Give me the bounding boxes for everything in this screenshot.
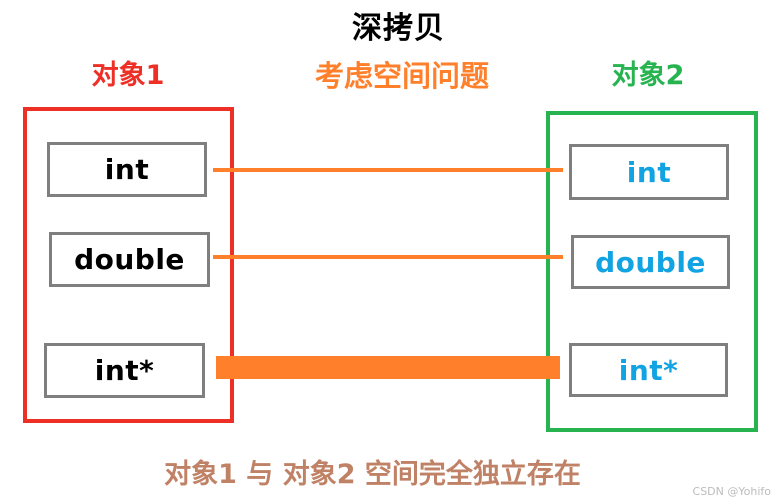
object2-field-int: int: [569, 144, 729, 200]
object1-field-int: int: [47, 142, 207, 197]
object1-field-double: double: [49, 232, 210, 287]
object1-header-label: 对象1: [91, 60, 165, 91]
object2-field-double: double: [571, 235, 730, 289]
csdn-watermark: CSDN @Yohifo: [692, 485, 771, 498]
bottom-caption: 对象1 与 对象2 空间完全独立存在: [164, 459, 581, 490]
object2-header-label: 对象2: [611, 60, 685, 91]
page-title: 深拷贝: [352, 11, 445, 46]
object1-field-intptr: int*: [44, 343, 205, 398]
space-consideration-note: 考虑空间问题: [314, 59, 489, 93]
connector-line-double: [213, 255, 563, 259]
connector-line-int: [213, 168, 563, 172]
connector-thick-bar-intptr: [216, 356, 560, 379]
object2-field-intptr: int*: [569, 343, 728, 397]
